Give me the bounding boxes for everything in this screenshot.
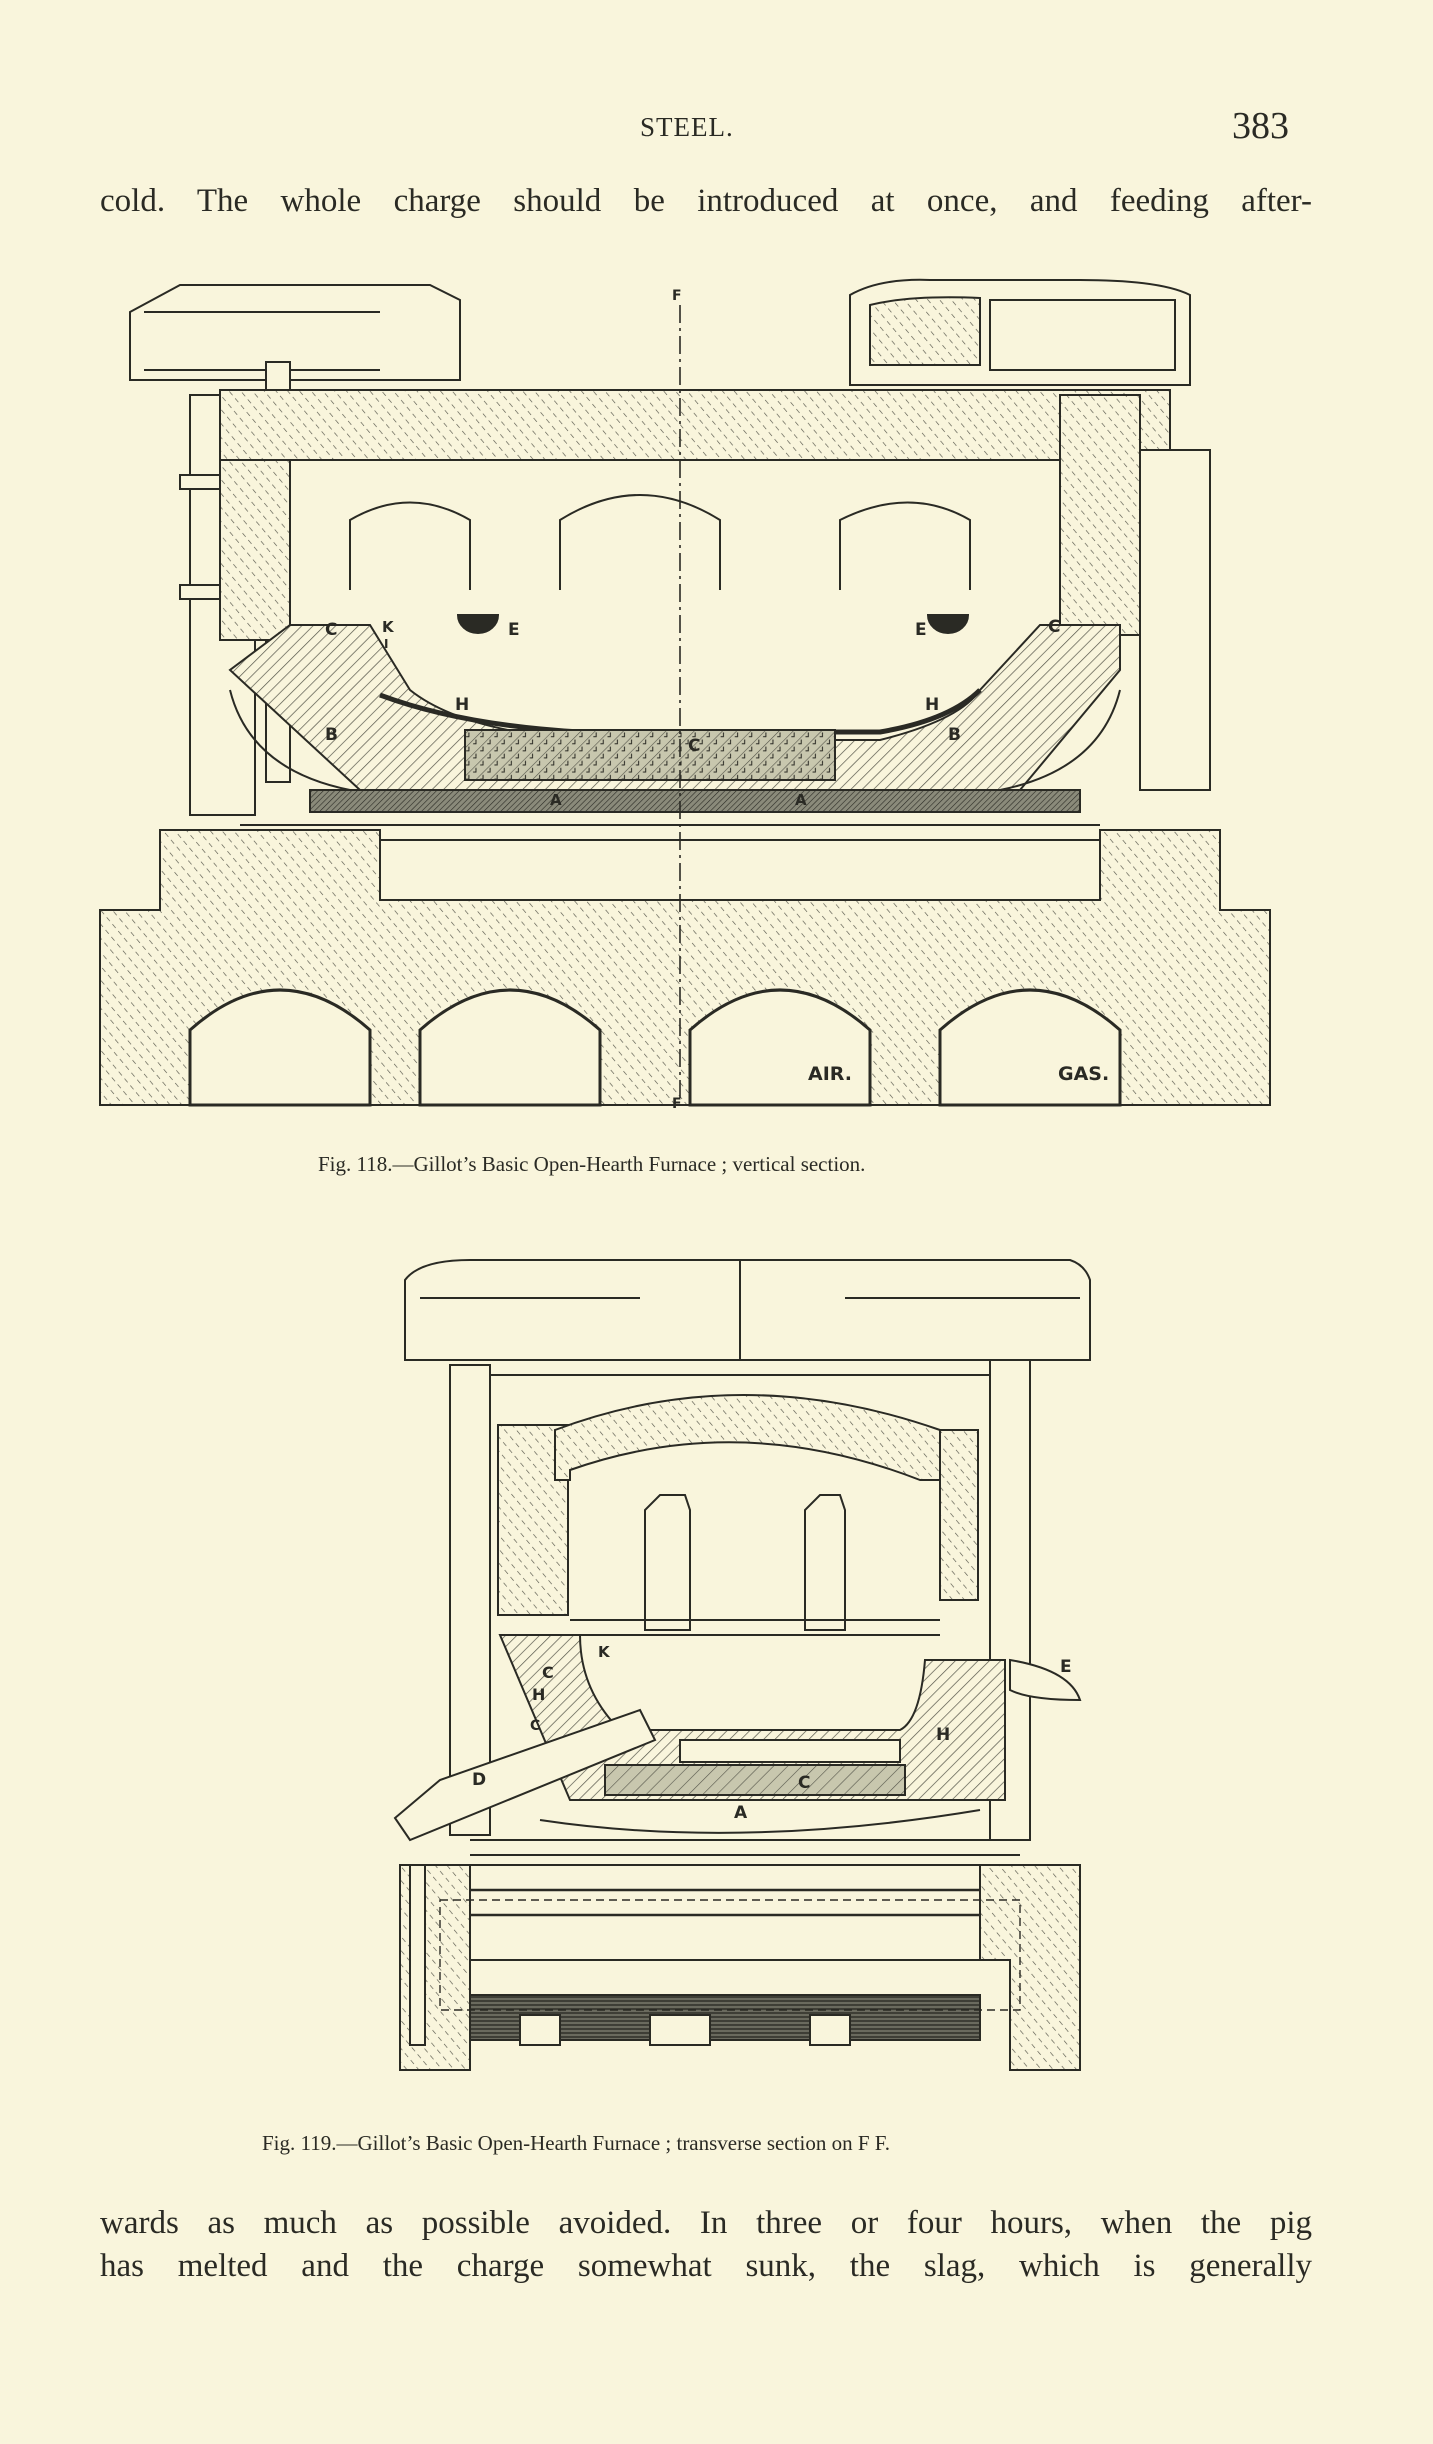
fig118-label-a-left: A <box>550 791 562 809</box>
fig118-label-k: K <box>382 618 395 636</box>
fig118-label-b-right: B <box>948 725 961 745</box>
fig118-label-i: I <box>384 637 388 651</box>
figure-119-drawing: K C E H C H D C A <box>393 1259 1091 2071</box>
figure-118-caption: Fig. 118.—Gillot’s Basic Open-Hearth Fur… <box>318 1152 866 1176</box>
fig118-label-e-left: E <box>508 620 520 640</box>
fig118-label-c-centre: C <box>688 736 700 756</box>
fig119-label-k: K <box>598 1643 611 1661</box>
fig118-section-mark-top: F <box>672 288 682 304</box>
page-number: 383 <box>1232 105 1289 147</box>
fig118-label-a-right: A <box>795 791 807 809</box>
running-title: STEEL. <box>640 112 734 142</box>
fig119-label-e: E <box>1060 1657 1072 1677</box>
fig119-label-c-small: C <box>530 1718 540 1734</box>
fig119-label-h-right: H <box>936 1725 950 1745</box>
body-text-line: has melted and the charge somewhat sunk,… <box>100 2248 1312 2284</box>
figure-119-caption: Fig. 119.—Gillot’s Basic Open-Hearth Fur… <box>262 2131 891 2155</box>
fig118-label-air: AIR. <box>808 1063 852 1085</box>
fig118-label-h-right: H <box>925 695 939 715</box>
fig118-label-e-right: E <box>915 620 927 640</box>
fig119-label-d: D <box>472 1770 486 1790</box>
fig118-label-gas: GAS. <box>1058 1063 1109 1085</box>
fig118-section-mark-bottom: F <box>672 1096 682 1110</box>
running-head: STEEL. 383 <box>0 100 1433 150</box>
fig119-label-c-upper: C <box>542 1663 554 1682</box>
fig119-label-c-centre: C <box>798 1773 810 1793</box>
fig118-label-b-left: B <box>325 725 338 745</box>
body-text-line: cold. The whole charge should be introdu… <box>100 183 1312 219</box>
fig118-label-c-right: C <box>1048 617 1060 637</box>
fig118-label-c-left: C <box>325 620 337 640</box>
body-text-line: wards as much as possible avoided. In th… <box>100 2205 1312 2241</box>
fig119-label-a: A <box>734 1803 748 1823</box>
fig119-label-h-left: H <box>532 1685 545 1704</box>
fig118-label-h-left: H <box>455 695 469 715</box>
figure-118-drawing: F F K I C E E C H H B B C A A AIR. GAS. <box>99 278 1271 1110</box>
